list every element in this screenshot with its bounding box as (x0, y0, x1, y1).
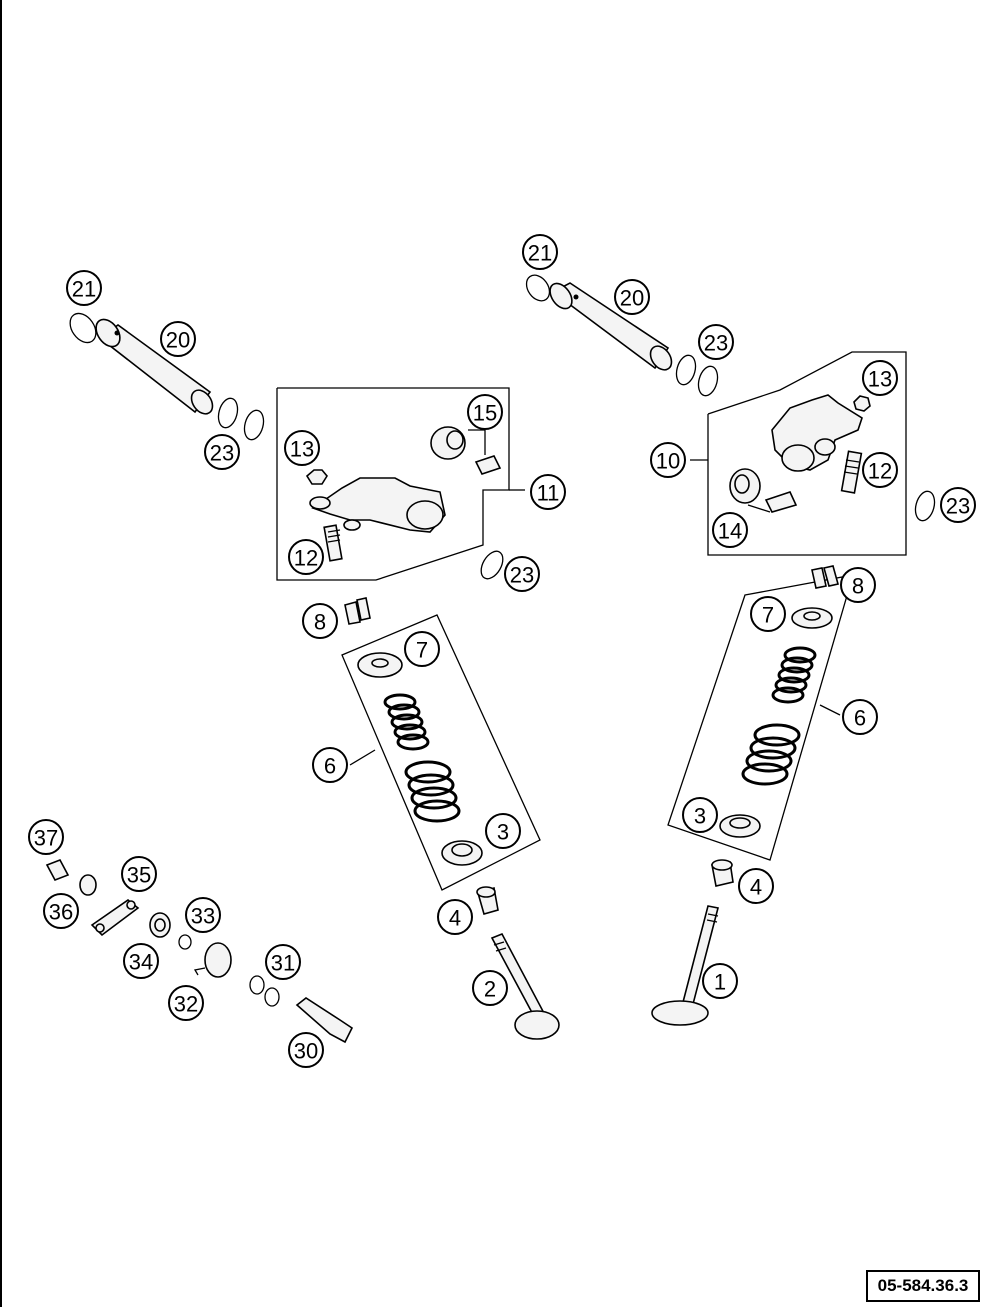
leader-6-left (349, 749, 376, 766)
callout-number: 2 (484, 977, 496, 1002)
callout-37: 37 (28, 819, 64, 855)
o-ring-left-lower (480, 550, 504, 580)
callout-number: 8 (852, 574, 864, 599)
valve-spring-stack-right (667, 565, 854, 861)
callout-number: 12 (294, 546, 318, 571)
callout-number: 3 (694, 804, 706, 829)
leader-6-right (819, 704, 841, 716)
valve-spring-stack-left (341, 597, 541, 891)
callout-8: 8 (840, 567, 876, 603)
callout-23: 23 (504, 556, 540, 592)
callout-20: 20 (160, 321, 196, 357)
callout-21: 21 (522, 234, 558, 270)
callout-30: 30 (288, 1032, 324, 1068)
callout-number: 7 (762, 603, 774, 628)
callout-number: 31 (271, 951, 295, 976)
callout-4: 4 (738, 868, 774, 904)
callout-number: 6 (854, 706, 866, 731)
callout-number: 23 (704, 331, 728, 356)
callout-35: 35 (121, 856, 157, 892)
callout-13: 13 (284, 430, 320, 466)
callout-21: 21 (66, 270, 102, 306)
callout-number: 8 (314, 610, 326, 635)
callout-number: 3 (497, 820, 509, 845)
valve-stem-seal-left (476, 886, 499, 915)
callout-23: 23 (698, 324, 734, 360)
callout-11: 11 (530, 474, 566, 510)
callout-8: 8 (302, 603, 338, 639)
callout-2: 2 (472, 970, 508, 1006)
callout-32: 32 (168, 985, 204, 1021)
callout-number: 7 (416, 638, 428, 663)
small-parts-group (45, 858, 354, 1044)
rocker-arm-assembly-left (276, 387, 525, 581)
callout-number: 21 (72, 277, 96, 302)
callout-15: 15 (467, 394, 503, 430)
callout-12: 12 (862, 452, 898, 488)
callout-number: 32 (174, 992, 198, 1017)
callout-1: 1 (702, 963, 738, 999)
o-ring-right-lower (914, 490, 936, 522)
valve-stem-seal-right (711, 859, 734, 887)
callout-number: 23 (510, 563, 534, 588)
callout-12: 12 (288, 539, 324, 575)
callout-number: 33 (191, 904, 215, 929)
callout-10: 10 (650, 442, 686, 478)
rocker-shaft-right (525, 274, 719, 397)
callout-6: 6 (842, 699, 878, 735)
callout-number: 23 (210, 441, 234, 466)
callout-7: 7 (404, 631, 440, 667)
callout-number: 10 (656, 449, 680, 474)
callout-number: 36 (49, 900, 73, 925)
exhaust-valve-left (490, 932, 560, 1040)
callout-number: 20 (166, 328, 190, 353)
callout-number: 20 (620, 286, 644, 311)
callout-number: 30 (294, 1039, 318, 1064)
drawing-reference-number: 05-584.36.3 (866, 1270, 980, 1302)
callout-34: 34 (123, 943, 159, 979)
callout-number: 37 (34, 826, 58, 851)
rocker-arm-assembly-right (690, 351, 907, 556)
callout-31: 31 (265, 944, 301, 980)
page-border (0, 0, 2, 1307)
callout-number: 13 (290, 437, 314, 462)
callout-number: 34 (129, 950, 153, 975)
callout-23: 23 (940, 487, 976, 523)
callout-number: 14 (718, 519, 742, 544)
callout-number: 6 (324, 754, 336, 779)
rocker-shaft-left (69, 312, 265, 441)
callout-number: 4 (449, 906, 461, 931)
callout-6: 6 (312, 747, 348, 783)
callout-14: 14 (712, 512, 748, 548)
callout-number: 1 (714, 970, 726, 995)
callout-23: 23 (204, 434, 240, 470)
callout-number: 13 (868, 367, 892, 392)
callout-20: 20 (614, 279, 650, 315)
callout-number: 12 (868, 459, 892, 484)
callout-number: 21 (528, 241, 552, 266)
callout-number: 35 (127, 863, 151, 888)
callout-4: 4 (437, 899, 473, 935)
callout-number: 23 (946, 494, 970, 519)
callout-7: 7 (750, 596, 786, 632)
callout-number: 11 (537, 481, 560, 506)
intake-valve-right (651, 905, 719, 1026)
callout-36: 36 (43, 893, 79, 929)
callout-number: 4 (750, 875, 762, 900)
callout-33: 33 (185, 897, 221, 933)
callout-3: 3 (485, 813, 521, 849)
callout-3: 3 (682, 797, 718, 833)
callout-number: 15 (473, 401, 497, 426)
callout-13: 13 (862, 360, 898, 396)
